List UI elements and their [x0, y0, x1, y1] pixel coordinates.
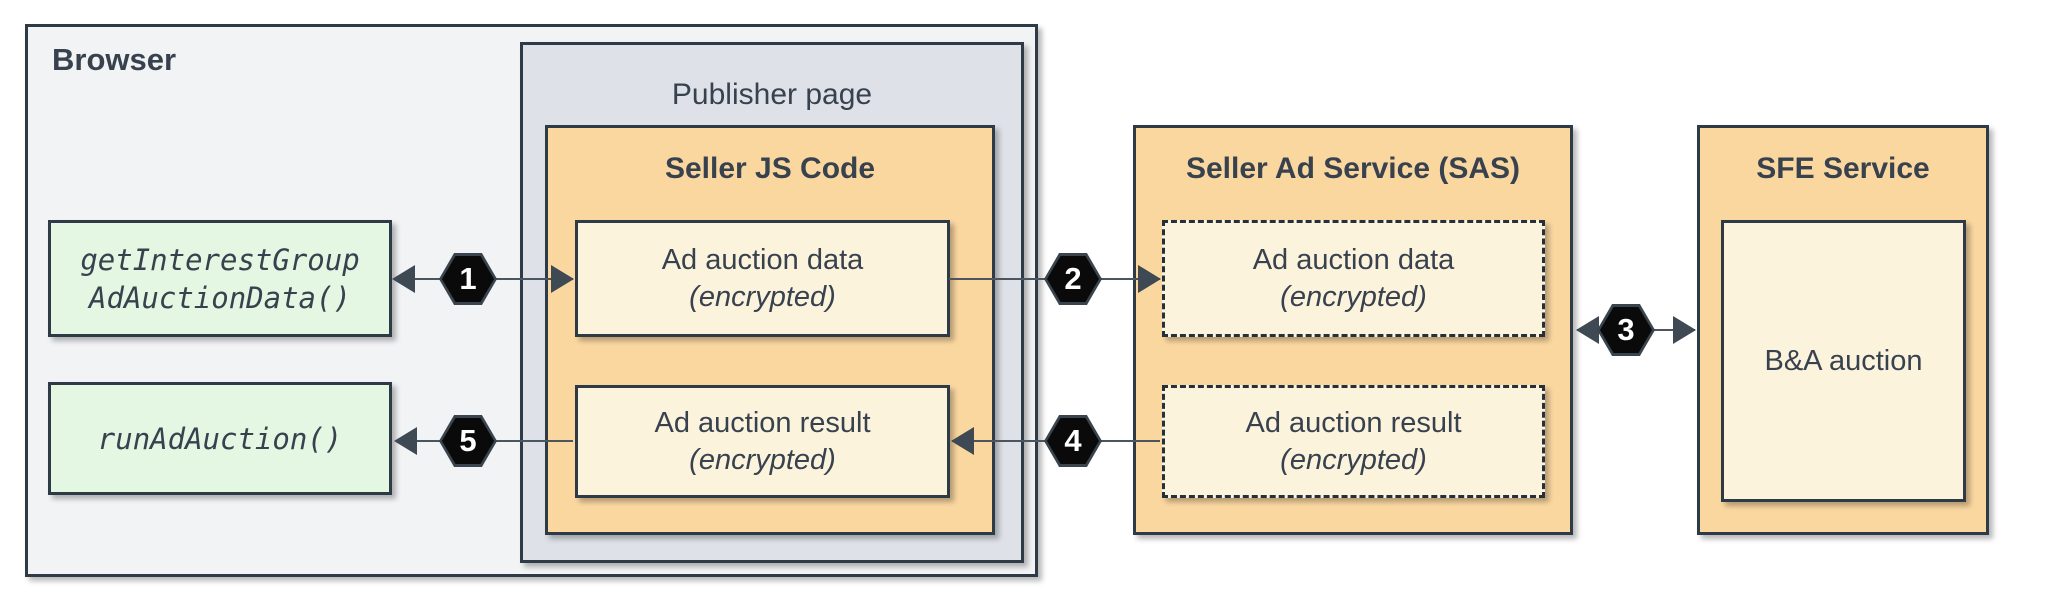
api-call-line2: AdAuctionData()	[89, 280, 351, 315]
step-number: 1	[459, 261, 477, 296]
encrypted-label: (encrypted)	[1280, 280, 1427, 313]
publisher-page-label: Publisher page	[671, 78, 873, 111]
ba-auction-box: B&A auction	[1721, 220, 1966, 502]
sas-ad-auction-result-box: Ad auction result (encrypted)	[1162, 385, 1545, 498]
ad-auction-data-label: Ad auction data	[661, 243, 864, 276]
encrypted-label: (encrypted)	[689, 443, 836, 476]
run-ad-auction-box: runAdAuction()	[48, 382, 392, 495]
ad-auction-result-label: Ad auction result	[1245, 406, 1462, 439]
step-2-badge: 2	[1044, 253, 1102, 305]
sas-ad-auction-data-box: Ad auction data (encrypted)	[1162, 220, 1545, 337]
step-3-badge: 3	[1597, 304, 1655, 356]
step-number: 5	[459, 423, 477, 458]
arrowhead-left-icon	[1576, 316, 1599, 344]
seller-js-ad-auction-data-box: Ad auction data (encrypted)	[575, 220, 950, 337]
arrowhead-left-icon	[392, 265, 415, 293]
encrypted-label: (encrypted)	[1280, 443, 1427, 476]
arrowhead-left-icon	[394, 427, 417, 455]
ad-auction-data-label: Ad auction data	[1252, 243, 1455, 276]
arrowhead-left-icon	[951, 427, 974, 455]
ad-auction-result-label: Ad auction result	[654, 406, 871, 439]
api-call-line1: runAdAuction()	[97, 421, 343, 456]
step-4-badge: 4	[1044, 415, 1102, 467]
step-number: 2	[1064, 261, 1082, 296]
step-number: 4	[1064, 423, 1082, 458]
seller-js-ad-auction-result-box: Ad auction result (encrypted)	[575, 385, 950, 498]
arrowhead-right-icon	[1673, 316, 1696, 344]
get-interest-group-ad-auction-data-box: getInterestGroup AdAuctionData()	[48, 220, 392, 337]
encrypted-label: (encrypted)	[689, 280, 836, 313]
step-number: 3	[1617, 312, 1635, 347]
arrowhead-right-icon	[551, 265, 574, 293]
ba-auction-label: B&A auction	[1764, 344, 1923, 377]
seller-js-code-label: Seller JS Code	[664, 152, 876, 185]
arrowhead-right-icon	[1138, 265, 1161, 293]
sfe-service-label: SFE Service	[1756, 152, 1930, 185]
seller-ad-service-label: Seller Ad Service (SAS)	[1185, 152, 1521, 185]
api-call-line1: getInterestGroup	[80, 242, 360, 277]
browser-label: Browser	[52, 42, 177, 77]
